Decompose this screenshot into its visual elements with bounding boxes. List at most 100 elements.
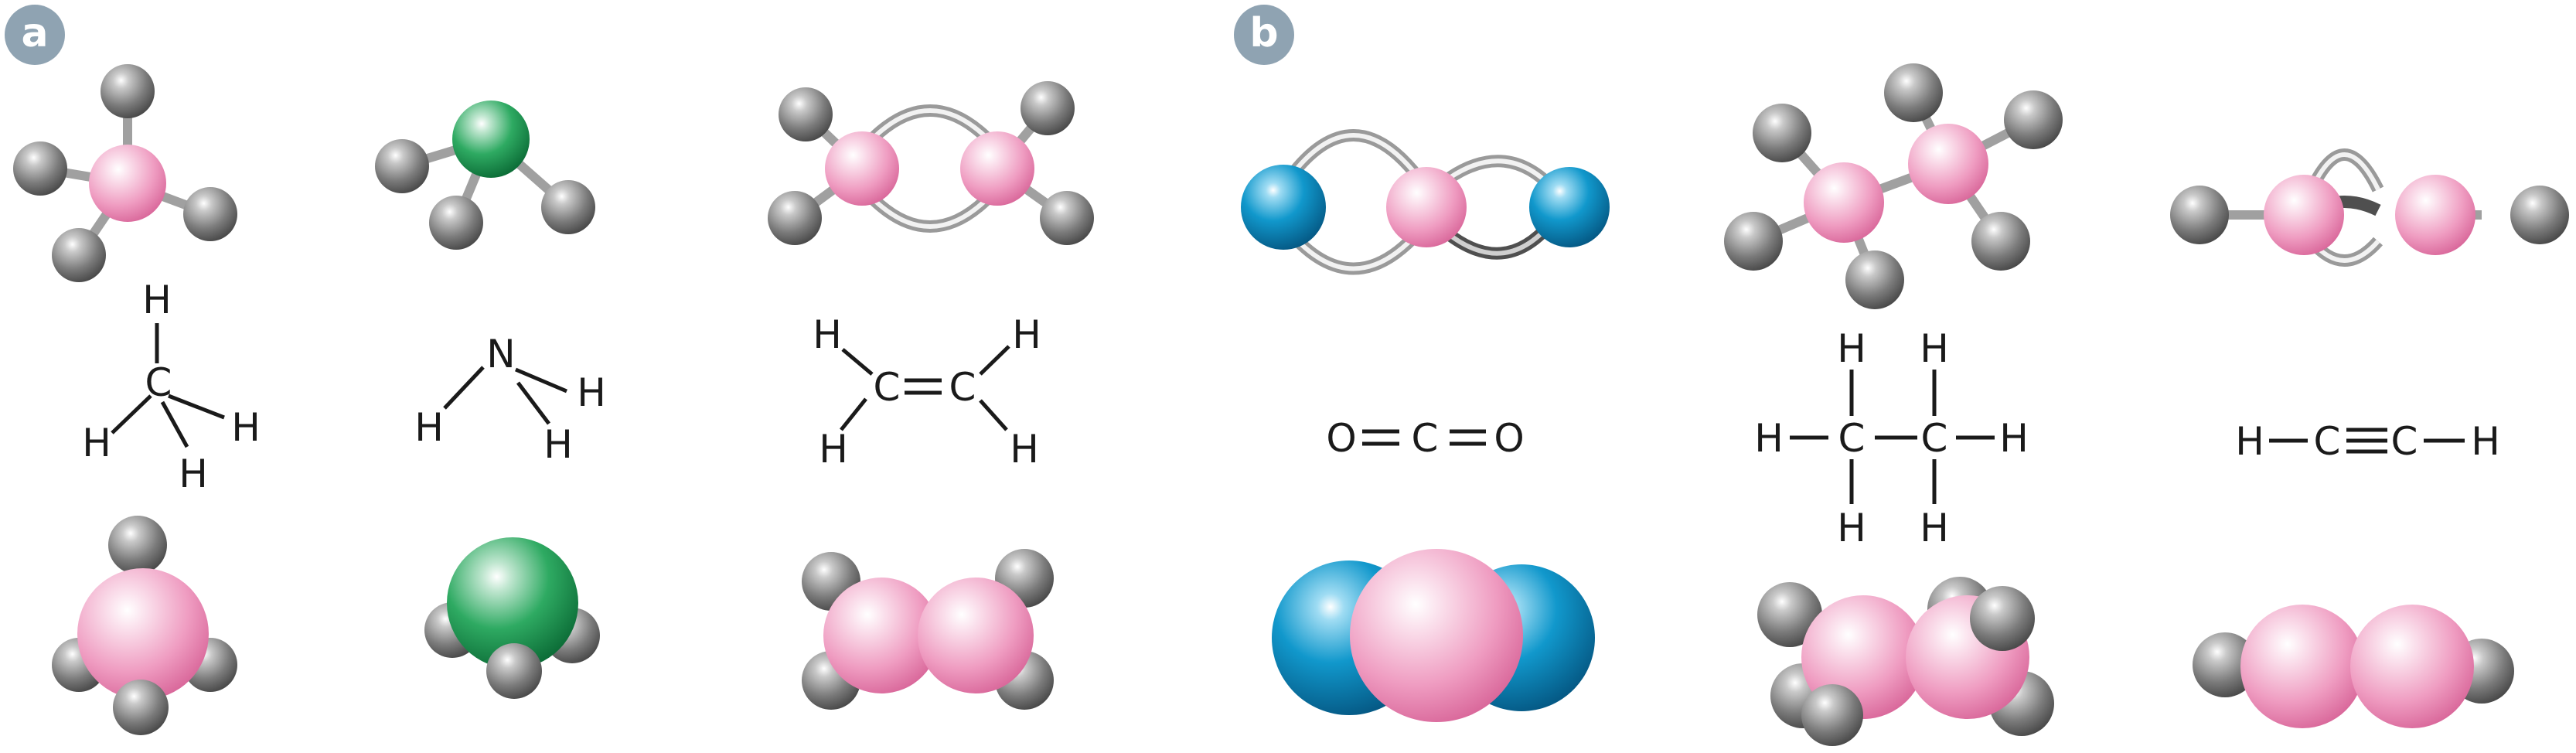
carbon-atom bbox=[2264, 175, 2344, 255]
carbon-atom bbox=[77, 568, 209, 700]
carbon-atom bbox=[823, 578, 939, 693]
structural-formula-labels: H C H H H N H H H H H C C H H O C O H H … bbox=[82, 278, 2500, 550]
atom-label: C bbox=[874, 365, 901, 410]
hydrogen-atom bbox=[1970, 586, 2035, 651]
nitrogen-atom bbox=[447, 537, 578, 669]
carbon-atom bbox=[825, 131, 899, 206]
atom-label: O bbox=[1494, 416, 1524, 461]
atom-label: H bbox=[1754, 416, 1784, 461]
hydrogen-atom bbox=[1884, 63, 1943, 122]
hydrogen-atom bbox=[1040, 191, 1094, 245]
oxygen-atom bbox=[1529, 167, 1610, 247]
carbon-atom bbox=[1804, 162, 1884, 243]
hydrogen-atom bbox=[13, 141, 67, 196]
carbon-atom bbox=[1908, 124, 1988, 204]
atom-label: C bbox=[2391, 419, 2418, 464]
ammonia-structural-formula bbox=[443, 366, 567, 425]
atom-label: H bbox=[1920, 326, 1949, 371]
hydrogen-atom bbox=[1971, 212, 2030, 271]
hydrogen-atom bbox=[541, 180, 595, 234]
atom-label: H bbox=[179, 451, 208, 496]
carbon-atom bbox=[1386, 167, 1467, 247]
atom-label: N bbox=[486, 332, 515, 376]
hydrogen-atom bbox=[2170, 186, 2229, 244]
hydrogen-atom bbox=[2510, 186, 2569, 244]
hydrogen-atom bbox=[108, 516, 167, 574]
atom-label: H bbox=[813, 312, 842, 357]
atom-label: H bbox=[1837, 326, 1866, 371]
double-bond-lower-highlight bbox=[1444, 223, 1552, 256]
panel-label-a: a bbox=[5, 5, 65, 65]
atom-label: H bbox=[1012, 312, 1041, 357]
hydrogen-atom bbox=[1753, 104, 1811, 162]
carbon-atom bbox=[2240, 605, 2364, 728]
ethane-structural-formula bbox=[1790, 370, 1995, 504]
hydrogen-atom bbox=[768, 191, 822, 245]
ethene-ball-and-stick bbox=[768, 81, 1094, 245]
ethyne-space-filling bbox=[2193, 605, 2514, 728]
atom-label: C bbox=[1412, 416, 1439, 461]
hydrogen-atom bbox=[1801, 684, 1863, 746]
hydrogen-atom bbox=[486, 643, 542, 699]
carbon-atom bbox=[89, 145, 166, 222]
atom-label: H bbox=[2235, 419, 2264, 464]
hydrogen-atom bbox=[779, 87, 833, 141]
carbon-atom bbox=[918, 578, 1034, 693]
atom-label: C bbox=[949, 365, 976, 410]
double-bond-lower-highlight bbox=[871, 197, 989, 229]
atom-label: H bbox=[82, 421, 111, 465]
hydrogen-atom bbox=[1724, 212, 1783, 271]
atom-label: H bbox=[819, 427, 848, 472]
atom-label: C bbox=[145, 360, 172, 405]
hydrogen-atom bbox=[2193, 632, 2257, 697]
carbon-dioxide-ball-and-stick bbox=[1241, 129, 1610, 275]
triple-bond-upper-highlight bbox=[2309, 152, 2380, 191]
atom-label: H bbox=[1010, 427, 1039, 472]
ethane-space-filling bbox=[1757, 577, 2054, 746]
hydrogen-atom bbox=[2004, 90, 2063, 149]
atom-label: H bbox=[2471, 419, 2500, 464]
methane-ball-and-stick bbox=[13, 64, 237, 282]
atom-label: C bbox=[1921, 416, 1948, 461]
ethyne-ball-and-stick bbox=[2170, 148, 2569, 267]
carbon-dioxide-structural-formula bbox=[1362, 429, 1486, 446]
atom-label: H bbox=[1837, 506, 1866, 550]
panel-label-b: b bbox=[1234, 5, 1294, 65]
double-bond-upper-highlight bbox=[871, 108, 989, 140]
ethene-structural-formula bbox=[840, 345, 1010, 431]
atom-label: C bbox=[2314, 419, 2341, 464]
hydrogen-atom bbox=[52, 228, 106, 282]
hydrogen-atom bbox=[1757, 582, 1822, 647]
hydrogen-atom bbox=[183, 187, 237, 241]
ethyne-structural-formula bbox=[2269, 428, 2465, 454]
methane-structural-formula bbox=[111, 323, 225, 448]
atom-label: H bbox=[1999, 416, 2029, 461]
carbon-atom bbox=[1350, 549, 1523, 722]
ammonia-ball-and-stick bbox=[375, 101, 595, 250]
atom-label: O bbox=[1326, 416, 1356, 461]
carbon-dioxide-space-filling bbox=[1272, 549, 1595, 722]
carbon-atom bbox=[2395, 175, 2475, 255]
ethene-space-filling bbox=[802, 549, 1054, 710]
methane-space-filling bbox=[52, 516, 237, 735]
carbon-atom bbox=[2350, 605, 2474, 728]
nitrogen-atom bbox=[452, 101, 530, 178]
hydrogen-atom bbox=[1021, 81, 1075, 135]
oxygen-atom bbox=[1241, 165, 1326, 250]
hydrogen-atom bbox=[375, 139, 429, 193]
atom-label: H bbox=[543, 422, 573, 467]
hydrogen-atom bbox=[429, 196, 483, 250]
atom-label: H bbox=[1920, 506, 1949, 550]
hydrogen-atom bbox=[101, 64, 155, 118]
atom-label: H bbox=[142, 278, 172, 322]
ammonia-space-filling bbox=[424, 537, 600, 699]
hydrogen-atom bbox=[1845, 250, 1904, 309]
ethane-ball-and-stick bbox=[1724, 63, 2063, 309]
double-bond-upper-highlight bbox=[1287, 133, 1421, 179]
atom-label: H bbox=[231, 405, 261, 450]
atom-label: H bbox=[577, 370, 606, 415]
carbon-atom bbox=[960, 131, 1034, 206]
hydrogen-atom bbox=[113, 680, 169, 735]
